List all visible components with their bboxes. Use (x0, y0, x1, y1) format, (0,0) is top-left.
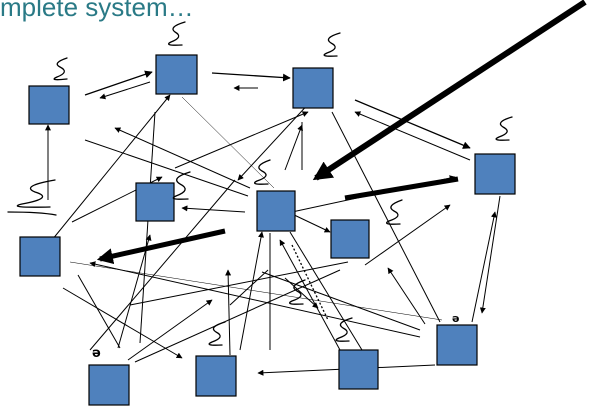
arrow-6 (354, 111, 471, 161)
squiggle-icon (172, 171, 191, 200)
arrow-11 (114, 127, 251, 189)
small-marks: ǝ ǝ (92, 312, 459, 361)
node-3 (292, 67, 334, 109)
squiggle-icon (53, 57, 68, 81)
arrow-14 (84, 139, 249, 197)
arrow-16 (289, 212, 331, 233)
small-mark-1: ǝ (92, 346, 101, 361)
arrow-26 (117, 234, 152, 349)
heavy-arrow-right-segment (344, 176, 459, 201)
squiggle-icon (168, 21, 186, 46)
arrow-42 (229, 269, 269, 306)
squiggle-icon (208, 321, 226, 346)
node-1 (28, 85, 70, 125)
node-6 (256, 190, 296, 232)
arrow-8 (51, 94, 171, 241)
arrow-21 (387, 267, 426, 325)
arrow-3 (211, 72, 291, 82)
arrow-33 (239, 231, 264, 351)
node-7 (330, 219, 370, 259)
arrow-5 (354, 99, 471, 149)
small-mark-2: ǝ (452, 312, 459, 325)
squiggle-icon (7, 179, 57, 216)
arrow-30 (129, 261, 349, 306)
node-11 (195, 355, 237, 397)
squiggle-icon (386, 199, 403, 225)
squiggle-icon (254, 159, 271, 185)
squiggle-marks (7, 21, 513, 346)
node-9 (436, 324, 478, 366)
arrow-13 (284, 124, 303, 171)
squiggle-icon (495, 116, 513, 141)
arrow-36 (289, 231, 363, 351)
arrow-31 (139, 111, 156, 344)
arrow-37 (237, 99, 313, 181)
node-8 (19, 236, 61, 277)
node-4 (474, 153, 516, 195)
arrow-32 (225, 269, 232, 356)
node-10 (338, 349, 379, 390)
squiggle-icon (323, 32, 341, 57)
heavy-arrow-incoming (312, 0, 587, 181)
arrow-27 (89, 179, 236, 351)
heavy-arrow-left (96, 228, 226, 265)
arrow-15 (181, 205, 246, 213)
arrow-23 (69, 261, 443, 321)
nodes (19, 54, 516, 406)
dotted-link (291, 244, 329, 321)
arrow-25 (77, 274, 121, 349)
arrow-24 (62, 287, 183, 359)
squiggle-icon (289, 279, 306, 305)
arrow-40 (471, 211, 497, 323)
squiggle-icon (335, 317, 353, 342)
arrow-29 (134, 269, 341, 363)
arrow-10 (174, 111, 309, 169)
arrow-18 (331, 111, 441, 323)
arrow-38 (284, 277, 319, 309)
node-12 (88, 364, 130, 406)
arrow-41 (479, 195, 501, 314)
node-2 (155, 54, 198, 95)
arrow-22 (89, 261, 421, 338)
arrow-1 (84, 70, 153, 96)
arrow-2 (99, 81, 151, 100)
arrow-19 (364, 204, 451, 266)
connection-arrows (45, 70, 501, 376)
arrow-12 (181, 96, 275, 189)
arrow-35 (279, 239, 341, 351)
slide-title: mplete system… (0, 0, 194, 22)
node-5 (135, 182, 175, 222)
arrow-28 (127, 299, 213, 361)
